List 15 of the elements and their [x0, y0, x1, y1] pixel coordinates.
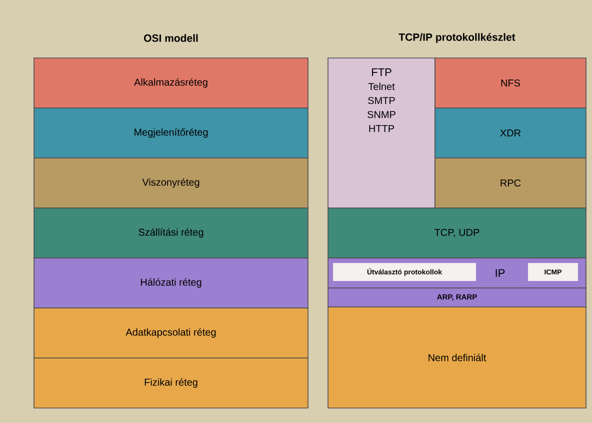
layer-box: Fizikai réteg: [34, 358, 308, 408]
layer-box: Nem definiált: [328, 306, 586, 408]
layer-box: RPC: [434, 158, 586, 208]
layer-box: Szállítási réteg: [34, 208, 308, 258]
layer-box: Viszonyréteg: [34, 158, 308, 208]
layer-box: XDR: [434, 108, 586, 158]
layer-box: Adatkapcsolati réteg: [34, 308, 308, 358]
layer-box: Hálózati réteg: [34, 258, 308, 308]
layer-box: TCP, UDP: [328, 208, 586, 258]
protocol-box: FTP Telnet SMTP SNMP HTTP: [328, 58, 436, 208]
layer-box: NFS: [434, 58, 586, 108]
column-heading: OSI modell: [144, 34, 198, 42]
layer-box: Megjelenítőréteg: [34, 108, 308, 158]
layer-box: Alkalmazásréteg: [34, 58, 308, 108]
column-heading: TCP/IP protokollkészlet: [398, 33, 516, 43]
